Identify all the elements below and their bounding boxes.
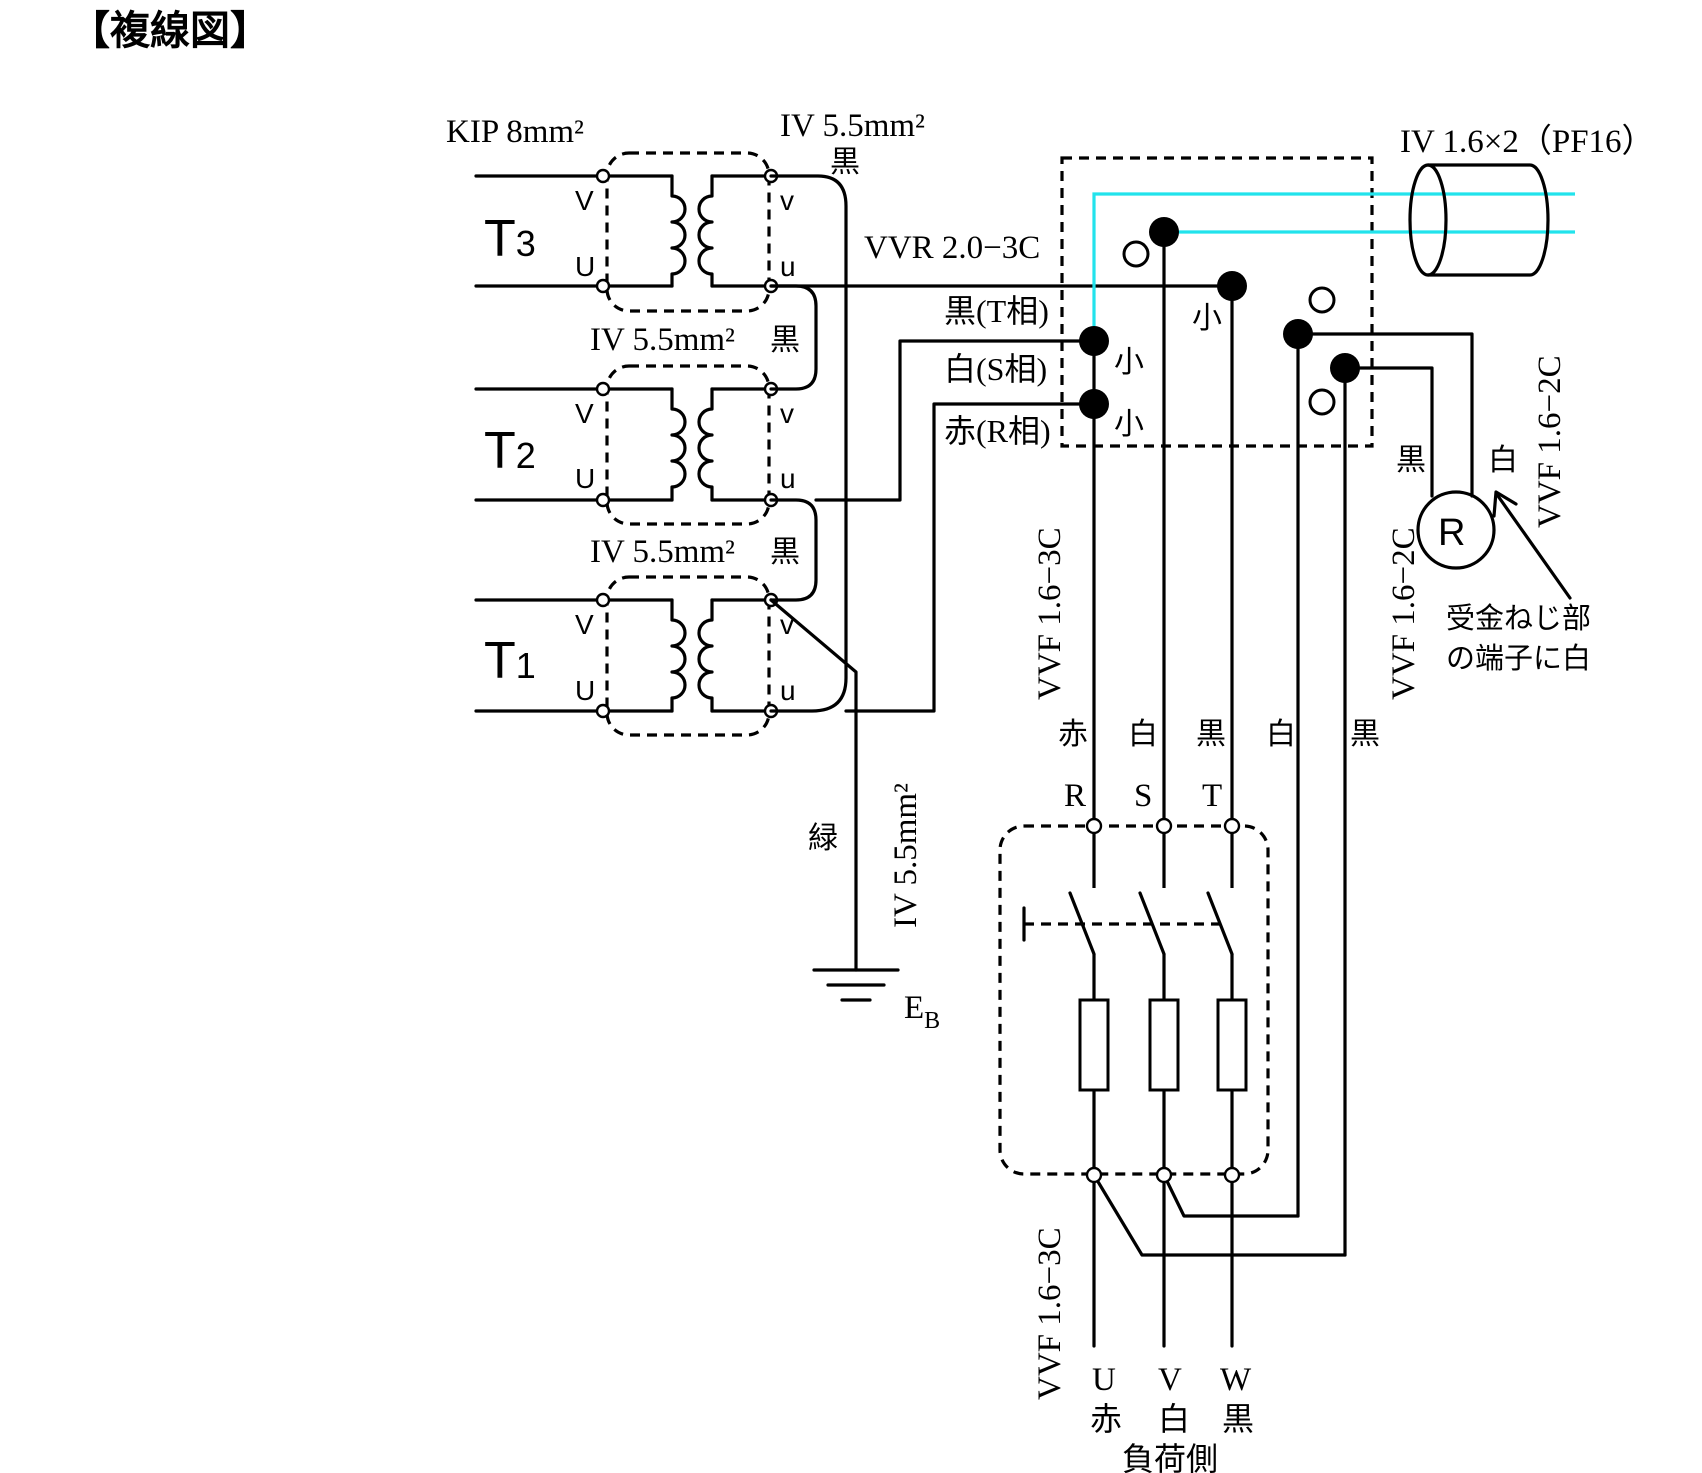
out-w-label: W (1220, 1362, 1252, 1398)
ground-color-label: 緑 (808, 822, 838, 855)
small-label: 小 (1114, 408, 1144, 441)
primary-bottom-label: U (575, 675, 595, 706)
vvf-2c-right-label: VVF 1.6−2C (1386, 527, 1422, 700)
primary-bottom-label: U (575, 251, 595, 282)
transformer-t2: T2 V U v u (474, 364, 796, 526)
primary-top-label: V (575, 609, 594, 640)
connector-small-dot (1283, 319, 1313, 349)
terminal-t1-V (595, 592, 611, 608)
primary-top-label: V (575, 398, 594, 429)
pf16-conduit (1408, 163, 1550, 277)
kip-label: KIP 8mm² (446, 114, 584, 150)
phase-r-label: 赤(R相) (944, 413, 1051, 449)
secondary-top-label: v (780, 398, 794, 429)
term-r-label: R (1064, 778, 1086, 814)
terminal-S (1155, 817, 1173, 835)
transformer-label: T1 (484, 632, 536, 690)
connector-small-dot (1217, 271, 1247, 301)
vvf-2c-lamp-label: VVF 1.6−2C (1532, 355, 1568, 528)
junction-box (1060, 156, 1374, 448)
iv-mid1-label: IV 5.5mm² (590, 322, 735, 358)
terminal-R (1085, 817, 1103, 835)
term-t-label: T (1202, 778, 1222, 814)
secondary-bottom-label: u (780, 463, 796, 494)
iv-top-color: 黒 (830, 146, 860, 179)
ground-symbol-label: EB (904, 990, 940, 1034)
vvr-label: VVR 2.0−3C (864, 230, 1040, 266)
feeders (769, 284, 1234, 713)
terminal-t3-U (595, 278, 611, 294)
iv-mid2-color: 黒 (770, 536, 800, 569)
secondary-top-label: v (780, 185, 794, 216)
out-v-color: 白 (1158, 1401, 1190, 1437)
wire-white1-label: 白 (1128, 718, 1158, 751)
terminal-T (1223, 817, 1241, 835)
terminal-t3-V (595, 168, 611, 184)
lamp-black-label: 黒 (1396, 444, 1426, 477)
small-label: 小 (1114, 346, 1144, 379)
connector-ring (1308, 286, 1336, 314)
vvf-3c-top-label: VVF 1.6−3C (1032, 527, 1068, 700)
iv-mid1-color: 黒 (770, 324, 800, 357)
labels: KIP 8mm² IV 5.5mm² 黒 IV 5.5mm² 黒 IV 5.5m… (446, 108, 1655, 1473)
ground-wire-label: IV 5.5mm² (888, 783, 924, 928)
connector-small-dot (1079, 326, 1109, 356)
transformer-label: T2 (484, 422, 536, 480)
lamp-note-line1: 受金ねじ部 (1446, 602, 1591, 635)
lamp-white-label: 白 (1488, 444, 1518, 477)
transformer-t3: T3 V U v u (474, 151, 796, 313)
lamp-receptacle: R (1416, 490, 1572, 600)
phase-t-label: 黒(T相) (944, 293, 1049, 329)
primary-top-label: V (575, 185, 594, 216)
terminal-t2-V (595, 381, 611, 397)
connector-small-dot (1079, 389, 1109, 419)
transformer-t1: T1 V U v u (474, 575, 796, 737)
wire-red-label: 赤 (1058, 718, 1088, 751)
terminal-W (1223, 1166, 1241, 1184)
terminal-V (1155, 1166, 1173, 1184)
terminal-t1-U (595, 703, 611, 719)
out-u-color: 赤 (1090, 1401, 1122, 1437)
small-label: 小 (1192, 302, 1222, 335)
phase-s-label: 白(S相) (944, 351, 1047, 387)
connector-small-dot (1149, 217, 1179, 247)
junction-connectors (1079, 217, 1360, 419)
iv-mid2-label: IV 5.5mm² (590, 534, 735, 570)
term-s-label: S (1134, 778, 1152, 814)
out-v-label: V (1158, 1362, 1182, 1398)
out-u-label: U (1092, 1362, 1116, 1398)
diagram-title: 【複線図】 (70, 8, 270, 53)
secondary-bottom-label: u (780, 675, 796, 706)
lamp-symbol: R (1438, 512, 1465, 554)
connector-ring (1308, 388, 1336, 416)
pf16-wires (1092, 192, 1575, 341)
out-w-color: 黒 (1222, 1401, 1254, 1437)
secondary-bottom-label: u (780, 251, 796, 282)
wire-black1-label: 黒 (1196, 718, 1226, 751)
breaker (998, 817, 1270, 1184)
secondary-wiring (769, 174, 900, 1002)
iv-top-label: IV 5.5mm² (780, 108, 925, 144)
connector-small-dot (1330, 353, 1360, 383)
connector-ring (1122, 240, 1150, 268)
load-side-label: 負荷側 (1122, 1441, 1218, 1473)
wire-white2-label: 白 (1266, 718, 1296, 751)
terminal-U (1085, 1166, 1103, 1184)
lamp-note-line2: の端子に白 (1446, 642, 1591, 675)
terminal-t2-U (595, 492, 611, 508)
wire-black2-label: 黒 (1350, 718, 1380, 751)
iv-pf-label: IV 1.6×2（PF16） (1400, 124, 1655, 160)
primary-bottom-label: U (575, 463, 595, 494)
transformer-label: T3 (484, 210, 536, 268)
vvf-3c-bottom-label: VVF 1.6−3C (1032, 1227, 1068, 1400)
